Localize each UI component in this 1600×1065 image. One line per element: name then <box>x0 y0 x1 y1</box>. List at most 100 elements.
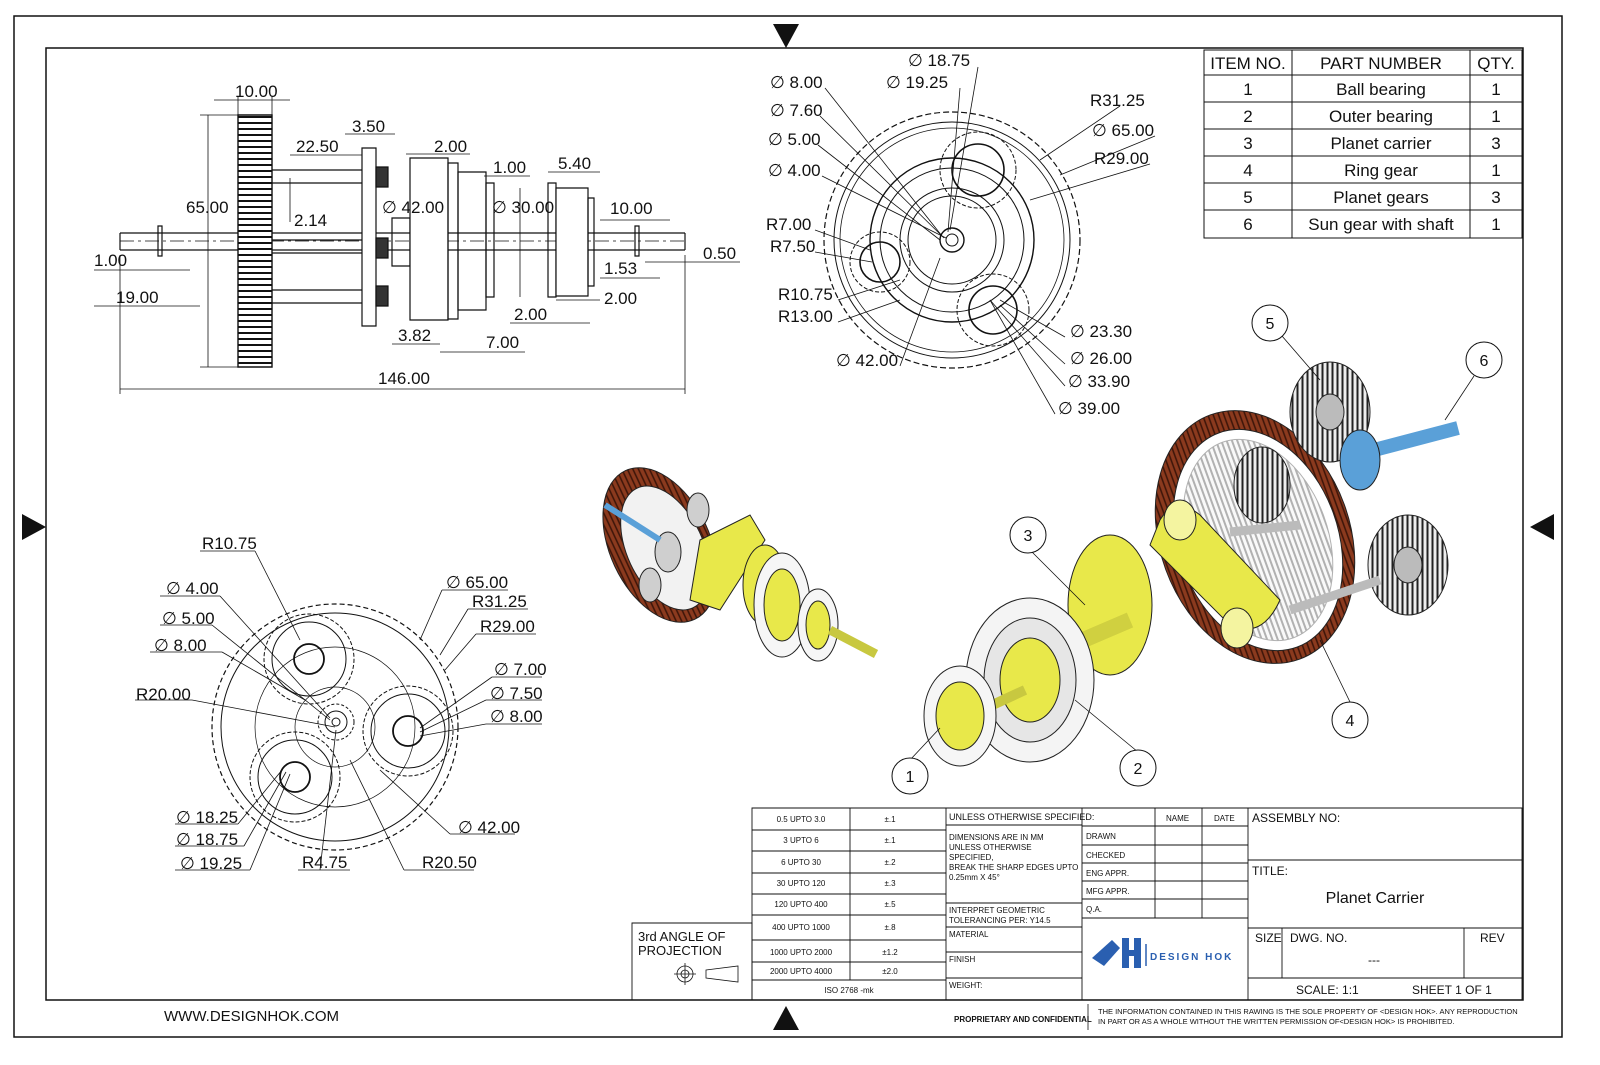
note-finish: FINISH <box>949 955 975 964</box>
tolerance-range: 400 UPTO 1000 <box>772 923 830 932</box>
note-line: BREAK THE SHARP EDGES UPTO <box>949 863 1078 872</box>
approval-row: Q.A. <box>1086 905 1102 914</box>
dim-text: 3.82 <box>398 326 431 345</box>
balloon-label: 5 <box>1266 316 1275 333</box>
side-view-dimension-text: ∅ 18.75 ∅ 19.25 ∅ 8.00 ∅ 7.60 ∅ 5.00 ∅ 4… <box>766 51 1154 418</box>
balloon-labels: 1 2 3 4 5 6 <box>906 316 1489 786</box>
balloon-label: 3 <box>1024 528 1033 545</box>
bom-cell: Sun gear with shaft <box>1308 215 1454 234</box>
balloon-leaders <box>910 336 1474 760</box>
dim-text: R20.00 <box>136 685 191 704</box>
title-block-right: ASSEMBLY NO: TITLE: Planet Carrier SIZE … <box>1252 811 1505 997</box>
tolerance-range: 3 UPTO 6 <box>783 836 819 845</box>
note-material: MATERIAL <box>949 930 989 939</box>
projection-symbol-icon <box>674 963 738 985</box>
bom-text: ITEM NO. PART NUMBER QTY. 1 Ball bearing… <box>1210 54 1515 234</box>
dim-text: ∅ 8.00 <box>154 636 207 655</box>
dim-text: ∅ 42.00 <box>458 818 520 837</box>
dwg-no-label: DWG. NO. <box>1290 931 1347 945</box>
dim-text: 22.50 <box>296 137 339 156</box>
tolerance-value: ±1.2 <box>882 948 898 957</box>
bom-cell: 1 <box>1243 80 1252 99</box>
approval-row: MFG APPR. <box>1086 887 1130 896</box>
tolerance-range: 30 UPTO 120 <box>777 879 826 888</box>
dim-text: 2.00 <box>514 305 547 324</box>
dim-text: 65.00 <box>186 198 229 217</box>
title-label: TITLE: <box>1252 864 1288 878</box>
balloon-3 <box>1010 517 1046 553</box>
balloon-2 <box>1120 750 1156 786</box>
tolerance-value: ±.5 <box>884 900 896 909</box>
approval-row: DRAWN <box>1086 832 1116 841</box>
balloon-label: 2 <box>1134 761 1143 778</box>
dim-text: ∅ 19.25 <box>886 73 948 92</box>
dim-text: ∅ 7.50 <box>490 684 543 703</box>
tolerance-value: ±.2 <box>884 858 896 867</box>
approvals-block: NAME DATE DRAWN CHECKED ENG APPR. MFG AP… <box>1086 814 1235 914</box>
balloon-1 <box>892 758 928 794</box>
gear-view <box>212 604 458 850</box>
tolerance-range: 0.5 UPTO 3.0 <box>777 815 826 824</box>
dim-text: ∅ 5.00 <box>768 130 821 149</box>
tolerance-value: ±.1 <box>884 836 896 845</box>
bom-table <box>1204 50 1522 238</box>
bom-cell: Ball bearing <box>1336 80 1426 99</box>
size-label: SIZE <box>1255 931 1282 945</box>
logo-text: DESIGN HOK <box>1150 952 1233 963</box>
dim-text: ∅ 42.00 <box>836 351 898 370</box>
dim-text: R10.75 <box>778 285 833 304</box>
bom-cell: Planet gears <box>1333 188 1428 207</box>
rev-label: REV <box>1480 931 1505 945</box>
exploded-isometric <box>923 361 1458 767</box>
gear-view-dimension-text: R10.75 ∅ 4.00 ∅ 5.00 ∅ 8.00 R20.00 ∅ 65.… <box>136 534 547 873</box>
balloon-label: 4 <box>1346 713 1355 730</box>
bom-cell: 1 <box>1491 107 1500 126</box>
dim-text: 3.50 <box>352 117 385 136</box>
note-line: INTERPRET GEOMETRIC <box>949 906 1045 915</box>
title-block-lines <box>632 808 1522 1000</box>
front-view-dimension-text: 10.00 3.50 22.50 2.00 1.00 5.40 65.00 2.… <box>94 82 736 388</box>
dim-text: ∅ 65.00 <box>446 573 508 592</box>
dim-text: 10.00 <box>610 199 653 218</box>
dim-text: ∅ 8.00 <box>770 73 823 92</box>
dim-text: ∅ 18.25 <box>176 808 238 827</box>
note-line: SPECIFIED, <box>949 853 993 862</box>
dim-text: 2.14 <box>294 211 327 230</box>
projection-label-1: 3rd ANGLE OF <box>638 929 725 944</box>
dim-text: ∅ 8.00 <box>490 707 543 726</box>
dim-text: 7.00 <box>486 333 519 352</box>
note-line: UNLESS OTHERWISE <box>949 843 1032 852</box>
dim-text: ∅ 5.00 <box>162 609 215 628</box>
balloon-label: 1 <box>906 769 915 786</box>
bom-cell: Outer bearing <box>1329 107 1433 126</box>
tolerance-table: 0.5 UPTO 3.0 ±.1 3 UPTO 6 ±.1 6 UPTO 30 … <box>770 815 898 995</box>
dim-text: 0.50 <box>703 244 736 263</box>
tolerance-value: ±2.0 <box>882 967 898 976</box>
dim-text: R4.75 <box>302 853 347 872</box>
tolerance-range: 1000 UPTO 2000 <box>770 948 833 957</box>
assembled-isometric <box>602 467 876 662</box>
legal-notice-1: THE INFORMATION CONTAINED IN THIS RAWING… <box>1098 1007 1518 1016</box>
company-logo: DESIGN HOK <box>1092 938 1233 968</box>
note-line: DIMENSIONS ARE IN MM <box>949 833 1044 842</box>
bom-header-qty: QTY. <box>1477 54 1514 73</box>
tolerance-range: 2000 UPTO 4000 <box>770 967 833 976</box>
dim-text: R13.00 <box>778 307 833 326</box>
dim-text: R7.50 <box>770 237 815 256</box>
bom-cell: 3 <box>1491 134 1500 153</box>
scale-label: SCALE: 1:1 <box>1296 983 1359 997</box>
dim-text: ∅ 4.00 <box>166 579 219 598</box>
dim-text: ∅ 4.00 <box>768 161 821 180</box>
front-view-dimension-lines <box>94 96 740 394</box>
notes-block: UNLESS OTHERWISE SPECIFIED: DIMENSIONS A… <box>949 812 1094 990</box>
bom-cell: Ring gear <box>1344 161 1418 180</box>
dwg-no-value: --- <box>1368 953 1380 967</box>
bom-cell: 1 <box>1491 161 1500 180</box>
dim-text: R7.00 <box>766 215 811 234</box>
tolerance-value: ±.1 <box>884 815 896 824</box>
dim-text: 146.00 <box>378 369 430 388</box>
dim-text: 1.00 <box>94 251 127 270</box>
bom-cell: Planet carrier <box>1330 134 1431 153</box>
dim-text: ∅ 39.00 <box>1058 399 1120 418</box>
dim-text: R31.25 <box>1090 91 1145 110</box>
